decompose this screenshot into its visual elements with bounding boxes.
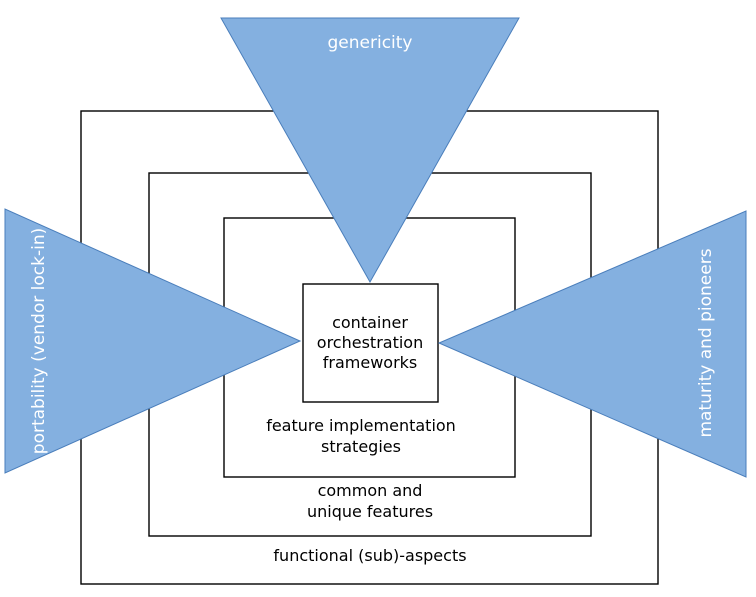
portability-label: portability (vendor lock-in) [29, 228, 49, 454]
third-layer-label-line2: strategies [321, 437, 401, 456]
second-layer-label-line2: unique features [307, 502, 433, 521]
maturity-triangle [437, 210, 747, 478]
portability-triangle [4, 208, 302, 474]
core-label-line2: orchestration [317, 333, 423, 352]
maturity-label: maturity and pioneers [696, 248, 716, 437]
genericity-label: genericity [328, 33, 413, 53]
second-layer-label-line1: common and [318, 481, 423, 500]
core-label-line3: frameworks [323, 353, 418, 372]
core-label-line1: container [332, 313, 408, 332]
third-layer-label-line1: feature implementation [266, 416, 456, 435]
genericity-triangle [220, 17, 520, 284]
outer-layer-label: functional (sub)-aspects [273, 546, 466, 565]
